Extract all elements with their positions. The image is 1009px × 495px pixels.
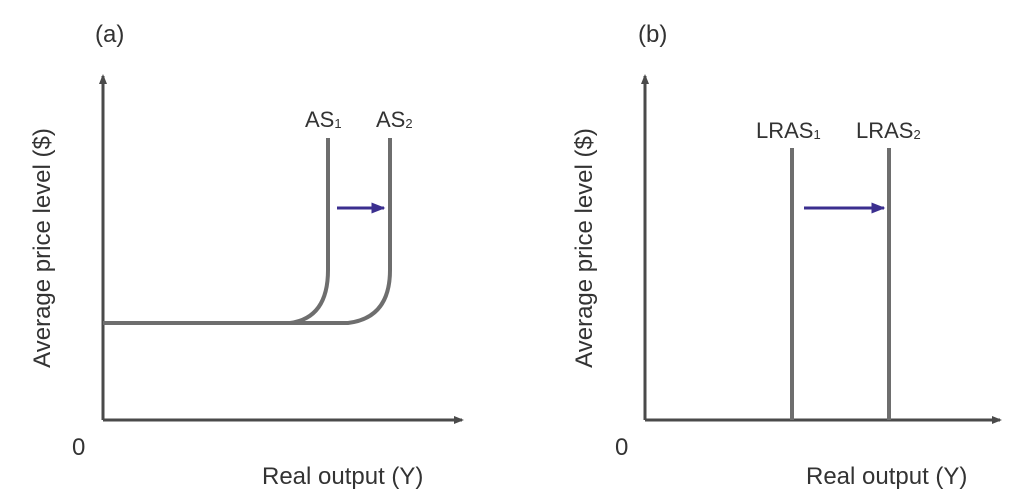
lras1-label: LRAS1 xyxy=(756,118,821,143)
panel-b: (b) 0 Real output (Y) Average price leve… xyxy=(571,21,1002,490)
panel-a-y-axis-label: Average price level ($) xyxy=(29,128,56,368)
panel-b-x-axis-label: Real output (Y) xyxy=(806,463,967,490)
as2-label: AS2 xyxy=(376,107,413,132)
as1-curve xyxy=(103,138,330,325)
panel-a-origin-label: 0 xyxy=(72,434,85,461)
as2-curve xyxy=(290,138,392,325)
as1-label: AS1 xyxy=(305,107,342,132)
lras2-label: LRAS2 xyxy=(856,118,921,143)
panel-a: (a) 0 Real output (Y) Average price leve… xyxy=(29,21,464,490)
panel-b-origin-label: 0 xyxy=(615,434,628,461)
panel-a-x-axis-label: Real output (Y) xyxy=(262,463,423,490)
panel-b-label: (b) xyxy=(638,21,667,48)
panel-b-y-axis-label: Average price level ($) xyxy=(571,128,598,368)
panel-a-label: (a) xyxy=(95,21,124,48)
